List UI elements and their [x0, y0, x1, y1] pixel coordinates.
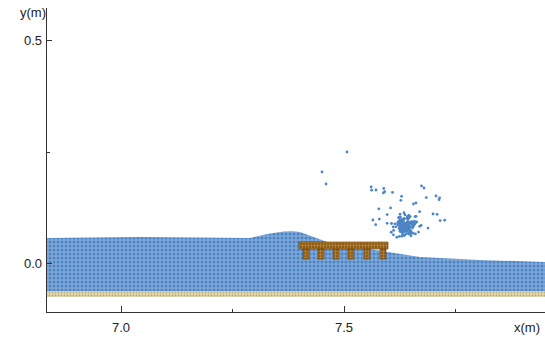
spray-dot	[392, 233, 395, 236]
spray-dot	[394, 222, 397, 225]
spray-dot	[399, 213, 402, 216]
spray-dot	[407, 214, 410, 217]
spray-dot	[405, 230, 408, 233]
spray-particles	[321, 151, 446, 239]
spray-dot	[395, 225, 398, 228]
spray-dot	[412, 203, 415, 206]
spray-dot	[399, 216, 402, 219]
spray-dot	[411, 227, 414, 230]
spray-dot	[432, 213, 435, 216]
tick-label: 0.5	[24, 34, 42, 47]
spray-dot	[410, 234, 413, 237]
spray-dot	[378, 218, 381, 221]
spray-dot	[370, 186, 373, 189]
spray-dot	[418, 210, 421, 213]
spray-dot	[420, 184, 423, 187]
spray-dot	[414, 215, 417, 218]
spray-dot	[423, 187, 426, 190]
spray-dot	[392, 226, 395, 229]
spray-dot	[402, 217, 405, 220]
spray-dot	[395, 236, 398, 239]
tick-label: 7.5	[335, 321, 353, 334]
spray-dot	[402, 221, 405, 224]
spray-dot	[386, 213, 389, 216]
spray-dot	[391, 191, 394, 194]
spray-dot	[409, 232, 412, 235]
spray-dot	[427, 227, 430, 230]
spray-dot	[390, 222, 393, 225]
spray-dot	[375, 189, 378, 192]
spray-dot	[370, 189, 373, 192]
spray-dot	[403, 211, 406, 214]
spray-dot	[321, 171, 324, 174]
tick-label: 0.0	[24, 257, 42, 270]
spray-dot	[392, 229, 395, 232]
spray-dot	[389, 207, 392, 210]
spray-dot	[398, 235, 401, 238]
spray-dot	[443, 219, 446, 222]
spray-dot	[415, 220, 418, 223]
axes	[46, 8, 545, 313]
spray-dot	[371, 219, 374, 222]
spray-dot	[435, 195, 438, 198]
spray-dot	[325, 183, 328, 186]
spray-dot	[415, 215, 418, 218]
spray-dot	[399, 199, 402, 202]
spray-dot	[415, 202, 418, 205]
spray-dot	[400, 195, 403, 198]
spray-dot	[377, 207, 380, 210]
spray-dot	[436, 213, 439, 216]
spray-dot	[406, 229, 409, 232]
spray-dot	[413, 220, 416, 223]
pier-structure	[299, 242, 388, 259]
spray-dot	[418, 225, 421, 228]
spray-dot	[406, 217, 409, 220]
water-body	[47, 231, 545, 292]
axis-title: x(m)	[514, 321, 540, 334]
spray-dot	[405, 230, 408, 233]
sand-bed	[47, 291, 545, 297]
spray-dot	[438, 196, 441, 199]
spray-dot	[400, 225, 403, 228]
spray-dot	[390, 231, 393, 234]
spray-dot	[374, 223, 377, 226]
spray-dot	[412, 232, 415, 235]
spray-dot	[382, 187, 385, 190]
tick-label: 7.0	[112, 321, 130, 334]
spray-dot	[382, 192, 385, 195]
spray-dot	[399, 230, 402, 233]
spray-dot	[403, 234, 406, 237]
spray-dot	[405, 230, 408, 233]
spray-dot	[417, 231, 420, 234]
spray-dot	[346, 151, 349, 154]
spray-dot	[404, 226, 407, 229]
spray-dot	[439, 219, 442, 222]
spray-dot	[407, 224, 410, 227]
spray-dot	[386, 222, 389, 225]
spray-dot	[425, 196, 428, 199]
spray-dot	[403, 217, 406, 220]
spray-dot	[398, 222, 401, 225]
axis-title: y(m)	[20, 6, 46, 19]
